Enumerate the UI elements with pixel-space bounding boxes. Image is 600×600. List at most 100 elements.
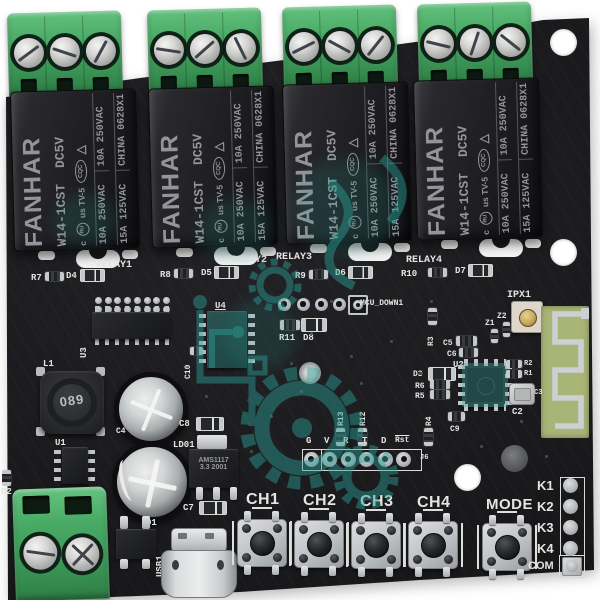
u2-pins (505, 365, 512, 405)
relay-pin-pad (176, 248, 193, 257)
relay-rating: 15A 125VAC (118, 183, 131, 244)
resistor-chip (174, 269, 193, 278)
via (350, 355, 353, 358)
button-corner-contact (242, 553, 251, 562)
label-c5: C5 (443, 339, 453, 348)
terminal-screw[interactable] (49, 36, 81, 68)
terminal-screw-well (45, 32, 85, 72)
terminal-screw[interactable] (360, 29, 392, 61)
relay-pin-pad (310, 244, 327, 253)
label-k2: K2 (537, 499, 554, 514)
screw-slot (426, 39, 452, 49)
button-plunger[interactable] (495, 535, 520, 560)
label-d3: D3 (413, 370, 423, 379)
ic-u3 (92, 312, 170, 339)
button-silk-line (347, 522, 349, 566)
terminal-screw[interactable] (13, 37, 45, 69)
label-c10: C10 (184, 364, 193, 379)
label-resistor-4: R10 (401, 269, 418, 279)
button-corner-contact (356, 526, 365, 535)
button-leg (489, 569, 496, 579)
label-c2: C2 (512, 407, 523, 417)
push-button-ch2[interactable] (289, 508, 349, 576)
cert-prefix: c (77, 240, 88, 246)
terminal-screw[interactable] (64, 536, 100, 572)
ul-recognized-icon: RU (75, 222, 90, 237)
relay-brand: FANHAR (421, 125, 451, 237)
relay-rating: CHINA 0628X1 (251, 89, 269, 168)
ul-recognized-icon: RU (478, 211, 493, 226)
terminal-screw[interactable] (22, 535, 58, 571)
terminal-screw[interactable] (324, 30, 356, 62)
cqc-mark-icon: CQC (74, 159, 88, 184)
uart-pin (322, 451, 337, 467)
power-terminal-block (12, 486, 110, 600)
output-pad (563, 519, 578, 535)
button-plunger[interactable] (307, 532, 332, 557)
terminal-screw[interactable] (495, 26, 527, 58)
ic-u1-pins (88, 450, 95, 482)
cert-prefix: c (349, 233, 360, 239)
push-button-ch4[interactable] (403, 509, 463, 577)
terminal-screw[interactable] (459, 27, 491, 59)
screw-slot (292, 40, 316, 54)
resistor-chip (309, 270, 328, 279)
uart-pin (340, 451, 356, 467)
inductor-pad (36, 427, 45, 436)
terminal-screw[interactable] (423, 28, 455, 60)
label-uart-pin-2: R (343, 436, 349, 446)
ic-u2-wifi (458, 359, 512, 411)
relay-rating: 10A 250VAC (364, 86, 381, 165)
label-button-ch2: CH2 (303, 492, 337, 509)
label-ipx1: IPX1 (507, 290, 532, 301)
relay-slot-notch (227, 247, 245, 256)
button-leg (517, 569, 524, 579)
cap-chip (459, 348, 478, 357)
relay-slot-pad (214, 247, 258, 265)
relay-rating: 10A 250VAC (369, 177, 382, 238)
label-c6: C6 (447, 350, 457, 359)
terminal-screw[interactable] (288, 31, 320, 63)
diode-chip (468, 264, 493, 277)
d1-leg (142, 516, 150, 529)
mcu-download-pad (314, 297, 328, 311)
terminal-screw-well (491, 22, 531, 62)
triangle-cert-icon: △ (476, 134, 491, 144)
relay-rating: 10A 250VAC (97, 184, 110, 245)
resistor-chip (430, 390, 450, 399)
screw-slot (234, 36, 248, 61)
solder-dot (104, 297, 112, 304)
via (480, 445, 483, 448)
terminal-screw[interactable] (225, 32, 257, 64)
button-silk-line (232, 521, 234, 565)
micro-usb-connector[interactable] (161, 526, 237, 598)
diode-chip (301, 318, 327, 332)
label-u3: U3 (79, 347, 89, 358)
output-pad (563, 540, 578, 556)
button-silk-line (309, 508, 329, 510)
via (545, 455, 548, 458)
label-r1: R1 (524, 370, 533, 378)
solder-dot (114, 297, 122, 304)
terminal-screw[interactable] (153, 34, 185, 66)
push-button-ch1[interactable] (232, 507, 292, 575)
label-diode-1: D4 (66, 271, 77, 281)
button-silk-line (366, 509, 386, 511)
relay-pin-pad (260, 247, 276, 256)
relay-brand: FANHAR (156, 133, 186, 245)
terminal-screw[interactable] (85, 35, 117, 67)
push-button-mode[interactable] (477, 511, 537, 579)
button-leg (443, 513, 450, 523)
terminal-screw[interactable] (189, 33, 221, 65)
push-button-ch3[interactable] (346, 509, 406, 577)
button-corner-contact (356, 555, 365, 564)
terminal-screw-well (18, 531, 63, 575)
button-plunger[interactable] (250, 531, 275, 556)
button-corner-contact (413, 526, 422, 535)
button-plunger[interactable] (364, 533, 389, 558)
unplated-hole (501, 445, 528, 472)
button-plunger[interactable] (421, 533, 446, 558)
ic-u4-pins (248, 314, 255, 366)
